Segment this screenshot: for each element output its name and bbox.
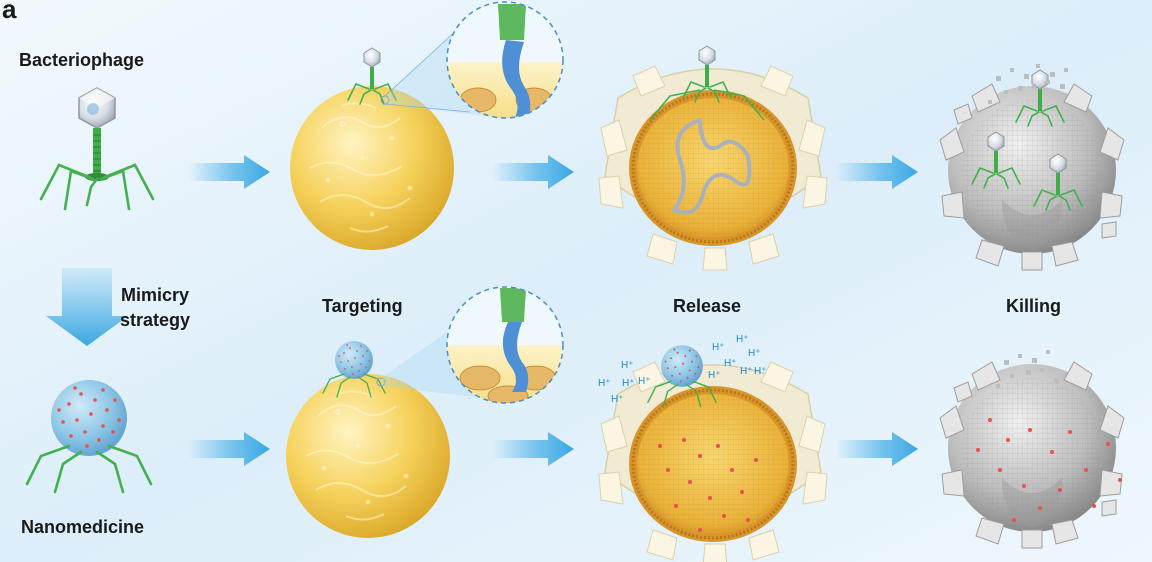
zoom-marker-icon bbox=[376, 377, 386, 387]
dna-strand-icon bbox=[672, 118, 752, 215]
payload-dots bbox=[976, 418, 1122, 522]
proton-label: H⁺ bbox=[736, 334, 749, 345]
down-arrow-icon bbox=[46, 268, 128, 346]
debris-particles bbox=[988, 64, 1068, 104]
proton-label: H⁺ bbox=[638, 376, 651, 387]
bacterium-cell-icon bbox=[289, 85, 455, 251]
proton-label: H⁺ bbox=[748, 348, 761, 359]
proton-label: H⁺ bbox=[611, 394, 624, 405]
bacteriophage-label: Bacteriophage bbox=[19, 50, 145, 70]
proton-labels: H⁺ H⁺ H⁺ H⁺ H⁺ H⁺ H⁺ H⁺ H⁺ H⁺ H⁺ H⁺ bbox=[598, 334, 767, 405]
targeting-label: Targeting bbox=[322, 296, 403, 316]
proton-label: H⁺ bbox=[740, 366, 753, 377]
proton-label: H⁺ bbox=[708, 370, 721, 381]
release-label: Release bbox=[673, 296, 742, 316]
proton-label: H⁺ bbox=[622, 378, 635, 389]
proton-label: H⁺ bbox=[754, 366, 767, 377]
mimicry-label-line2: strategy bbox=[120, 310, 191, 330]
phage-tail-fibers bbox=[649, 89, 765, 121]
proton-label: H⁺ bbox=[621, 360, 634, 371]
nanomedicine-label: Nanomedicine bbox=[21, 517, 145, 537]
mimicry-strategy-label: Mimicry strategy bbox=[120, 283, 190, 333]
proton-label: H⁺ bbox=[598, 378, 611, 389]
mimicry-label-line1: Mimicry bbox=[121, 285, 190, 305]
killing-label: Killing bbox=[1006, 296, 1061, 316]
proton-label: H⁺ bbox=[712, 342, 725, 353]
payload-dots bbox=[658, 438, 758, 532]
panel-letter: a bbox=[2, 0, 17, 24]
zoom-callout-icon bbox=[446, 286, 564, 404]
bacterium-cell-icon bbox=[285, 373, 451, 539]
proton-label: H⁺ bbox=[724, 358, 737, 369]
debris-particles bbox=[996, 350, 1059, 388]
